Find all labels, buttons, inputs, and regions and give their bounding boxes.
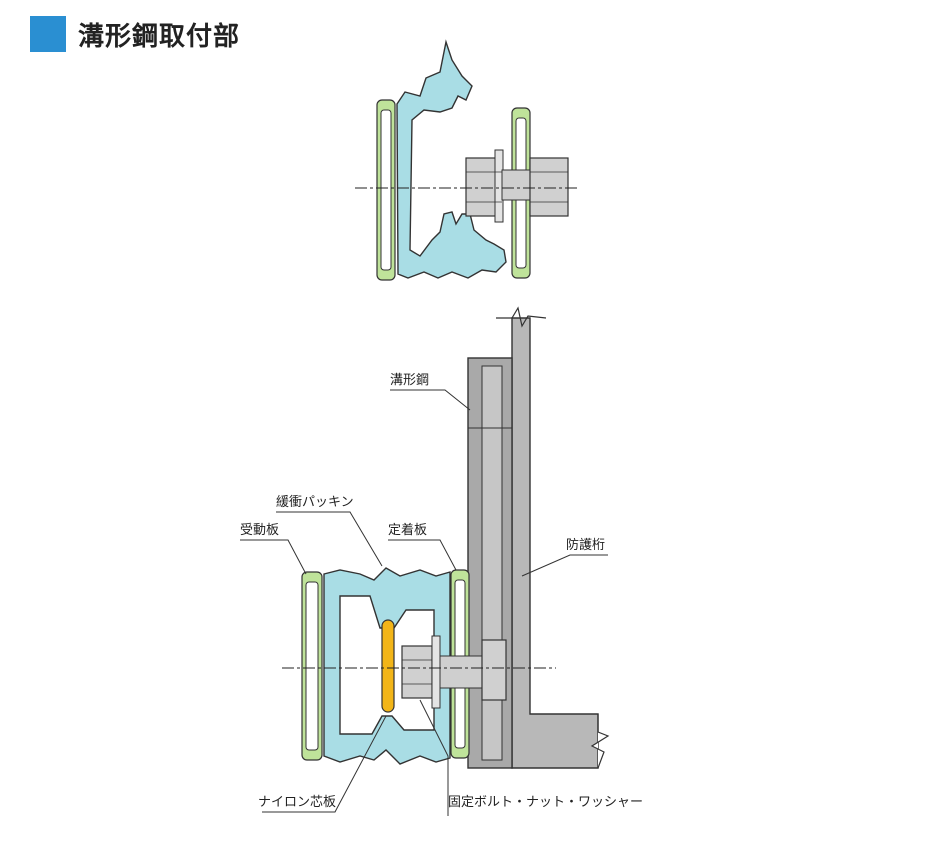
top-receiving-plate — [376, 99, 396, 281]
receiving-plate — [301, 571, 323, 761]
label-channel-steel: 溝形鋼 — [390, 373, 429, 388]
leader-channel-steel — [390, 389, 471, 411]
leader-receiving-plate — [240, 539, 307, 575]
top-bolt — [465, 149, 569, 223]
top-packing — [396, 39, 507, 279]
nylon-core-plate — [381, 619, 395, 713]
label-fixing-bolt: 固定ボルト・ナット・ワッシャー — [448, 795, 643, 810]
title-marker — [30, 16, 66, 52]
buffer-packing — [323, 567, 451, 765]
protection-beam-break-right — [590, 714, 610, 769]
page-header: 溝形鋼取付部 — [30, 14, 240, 54]
label-buffer-packing: 緩衝パッキン — [276, 495, 354, 510]
protection-beam-break-top — [496, 306, 547, 328]
leader-buffer-packing — [276, 511, 383, 567]
leader-lines — [240, 389, 608, 816]
fixing-bolt-assembly — [401, 635, 507, 709]
label-protection-beam: 防護桁 — [566, 537, 605, 553]
label-fixing-plate: 定着板 — [388, 522, 427, 538]
page-title: 溝形鋼取付部 — [78, 21, 241, 52]
bottom-detail — [282, 306, 610, 769]
label-receiving-plate: 受動板 — [240, 523, 279, 538]
top-detail — [355, 39, 580, 281]
leader-protection-beam — [521, 554, 608, 577]
labels: 溝形鋼 緩衝パッキン 受動板 定着板 防護桁 ナイロン芯板 固定ボルト・ナット・… — [240, 373, 643, 810]
leader-fixing-bolt — [419, 699, 449, 816]
channel-steel — [467, 357, 513, 769]
label-nylon-core: ナイロン芯板 — [258, 795, 336, 810]
leader-nylon-core — [262, 715, 387, 813]
leader-fixing-plate — [388, 539, 457, 571]
